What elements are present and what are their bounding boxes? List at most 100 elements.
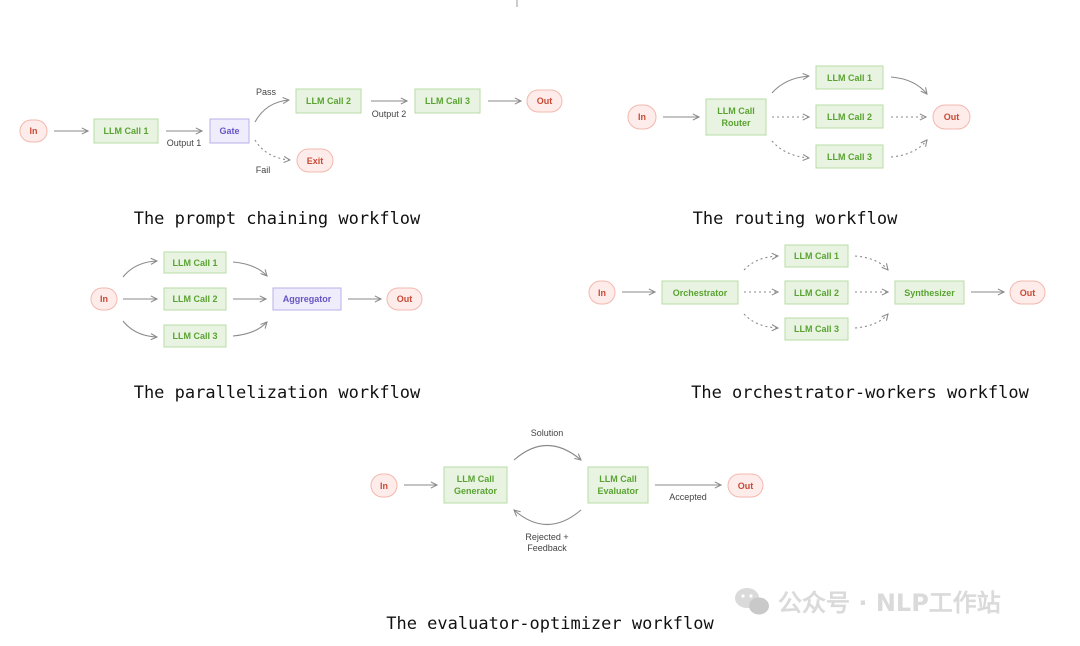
evaluator-optimizer-diagram: In LLM Call Generator Solution Rejected … <box>370 428 764 634</box>
caption-parallelization: The parallelization workflow <box>134 383 421 403</box>
eo-evaluator-label-1: LLM Call <box>599 474 637 484</box>
rt-llm-call-3-node <box>815 144 884 169</box>
ow-llm-call-1-label: LLM Call 1 <box>794 251 839 261</box>
pc-pass-label: Pass <box>256 87 277 97</box>
pc-edge-gate-pass <box>254 100 289 123</box>
pl-out-node <box>386 287 423 311</box>
pc-llm-call-2-node <box>295 88 362 114</box>
pl-aggregator-label: Aggregator <box>283 294 332 304</box>
pc-gate-node <box>209 118 250 144</box>
pc-fail-label: Fail <box>256 165 271 175</box>
pl-llm-call-2-label: LLM Call 2 <box>172 294 217 304</box>
ow-edge-call1-synth <box>854 255 888 270</box>
eo-evaluator-node <box>587 466 649 504</box>
pl-edge-call1-agg <box>232 261 267 276</box>
rt-edge-router-call3 <box>771 140 809 158</box>
ow-llm-call-2-label: LLM Call 2 <box>794 288 839 298</box>
pc-out-node <box>526 89 563 113</box>
eo-accepted-label: Accepted <box>669 492 707 502</box>
wechat-icon <box>735 588 769 615</box>
pc-output-2-label: Output 2 <box>372 109 407 119</box>
ow-llm-call-1-node <box>784 244 849 268</box>
pc-edge-gate-fail <box>254 139 290 160</box>
eo-solution-label: Solution <box>531 428 564 438</box>
rt-llm-call-2-label: LLM Call 2 <box>827 112 872 122</box>
rt-router-node <box>705 98 767 136</box>
eo-rejected-label-2: Feedback <box>527 543 567 553</box>
rt-router-label-2: Router <box>722 118 751 128</box>
parallelization-diagram: In LLM Call 1 LLM Call 2 LLM Call 3 Aggr… <box>90 251 423 403</box>
eo-edge-solution <box>513 444 581 461</box>
orchestrator-workers-diagram: In Orchestrator LLM Call 1 LLM Call 2 LL… <box>588 244 1046 403</box>
pc-exit-label: Exit <box>307 156 324 166</box>
eo-evaluator-label-2: Evaluator <box>597 486 639 496</box>
pl-out-label: Out <box>397 294 413 304</box>
eo-out-node <box>727 473 764 498</box>
rt-in-node <box>627 104 657 130</box>
ow-out-node <box>1009 280 1046 305</box>
rt-edge-call1-out <box>890 76 927 94</box>
rt-out-label: Out <box>944 112 960 122</box>
ow-edge-orch-call1 <box>743 256 778 271</box>
rt-out-node <box>932 104 971 130</box>
pl-in-node <box>90 287 118 311</box>
pc-in-label: In <box>30 126 38 136</box>
eo-generator-node <box>443 466 508 504</box>
pl-llm-call-1-node <box>163 251 227 274</box>
pc-exit-node <box>296 148 334 173</box>
routing-diagram: In LLM Call Router LLM Call 1 LLM Call 2… <box>627 65 971 229</box>
ow-llm-call-3-label: LLM Call 3 <box>794 324 839 334</box>
caption-orchestrator-workers: The orchestrator-workers workflow <box>691 383 1030 403</box>
prompt-chaining-diagram: In LLM Call 1 Output 1 Gate Pass Fail LL… <box>19 87 563 229</box>
eo-out-label: Out <box>738 481 754 491</box>
pl-in-label: In <box>100 294 108 304</box>
rt-llm-call-1-node <box>815 65 884 90</box>
rt-llm-call-2-node <box>815 104 884 129</box>
pc-in-node <box>19 119 48 143</box>
ow-orchestrator-node <box>661 280 739 305</box>
ow-in-node <box>588 280 616 305</box>
watermark: 公众号 · NLP工作站 <box>735 588 1001 617</box>
rt-router-label-1: LLM Call <box>717 106 755 116</box>
pl-llm-call-3-label: LLM Call 3 <box>172 331 217 341</box>
rt-llm-call-1-label: LLM Call 1 <box>827 73 872 83</box>
watermark-text: 公众号 · NLP工作站 <box>778 589 1001 617</box>
pc-llm-call-3-label: LLM Call 3 <box>425 96 470 106</box>
pc-out-label: Out <box>537 96 553 106</box>
pc-gate-label: Gate <box>219 126 239 136</box>
pc-llm-call-2-label: LLM Call 2 <box>306 96 351 106</box>
rt-edge-call3-out <box>890 140 927 158</box>
ow-synthesizer-node <box>894 280 965 305</box>
eo-rejected-label-1: Rejected + <box>525 532 568 542</box>
rt-in-label: In <box>638 112 646 122</box>
pl-llm-call-2-node <box>163 287 227 311</box>
rt-llm-call-3-label: LLM Call 3 <box>827 152 872 162</box>
ow-edge-orch-call3 <box>743 313 778 328</box>
pc-llm-call-1-label: LLM Call 1 <box>103 126 148 136</box>
ow-edge-call3-synth <box>854 314 888 329</box>
eo-in-label: In <box>380 481 388 491</box>
pl-edge-call3-agg <box>232 322 267 337</box>
eo-generator-label-2: Generator <box>454 486 498 496</box>
ow-in-label: In <box>598 288 606 298</box>
pc-llm-call-1-node <box>93 118 159 144</box>
pl-edge-in-call3 <box>122 320 157 337</box>
pl-llm-call-3-node <box>163 324 227 348</box>
ow-out-label: Out <box>1020 288 1036 298</box>
caption-evaluator-optimizer: The evaluator-optimizer workflow <box>386 614 714 634</box>
pl-llm-call-1-label: LLM Call 1 <box>172 258 217 268</box>
caption-prompt-chaining: The prompt chaining workflow <box>134 209 421 229</box>
caption-routing: The routing workflow <box>693 209 898 229</box>
pl-aggregator-node <box>272 287 342 311</box>
ow-orchestrator-label: Orchestrator <box>673 288 728 298</box>
ow-llm-call-3-node <box>784 317 849 341</box>
rt-edge-router-call1 <box>771 76 809 94</box>
eo-in-node <box>370 473 398 498</box>
pl-edge-in-call1 <box>122 261 157 278</box>
eo-edge-rejected <box>514 510 582 526</box>
ow-synthesizer-label: Synthesizer <box>904 288 955 298</box>
ow-llm-call-2-node <box>784 280 849 305</box>
pc-output-1-label: Output 1 <box>167 138 202 148</box>
